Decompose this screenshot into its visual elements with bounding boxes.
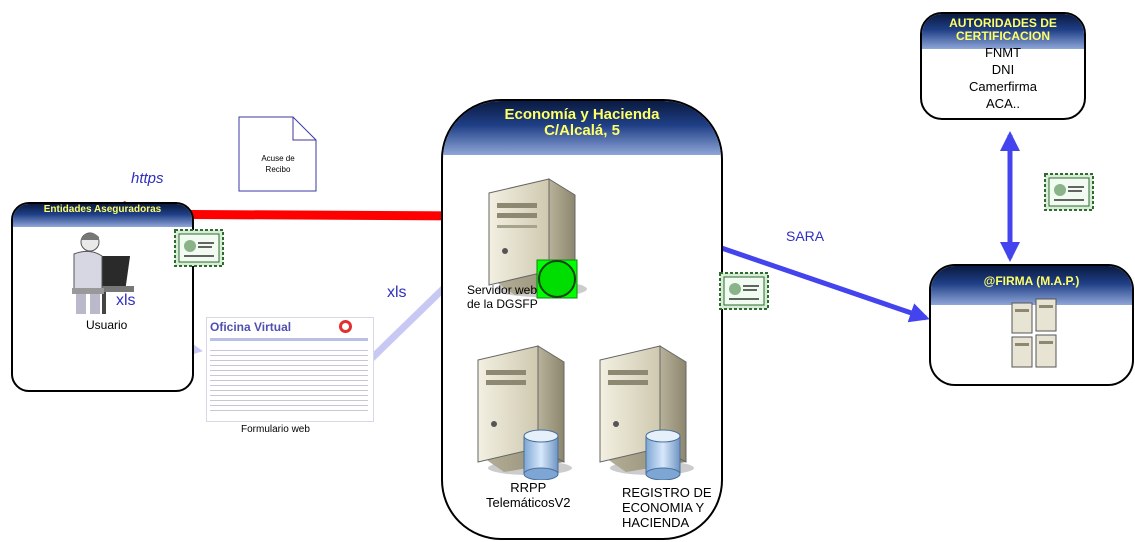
xls-label-left: xls	[116, 292, 136, 309]
rrpp-label-line2: TelemáticosV2	[486, 495, 571, 510]
xls-label-mid: xls	[387, 284, 407, 301]
status-indicator-icon	[536, 259, 578, 299]
web-form-thumbnail: Oficina Virtual	[206, 317, 374, 422]
certificate-icon	[719, 272, 769, 310]
registro-label-line2: ECONOMIA Y	[622, 500, 705, 515]
rrpp-label: RRPP TelemáticosV2	[486, 480, 571, 510]
certificate-icon	[174, 229, 224, 267]
user-label: Usuario	[86, 318, 128, 332]
document-label-line1: Acuse de	[261, 154, 295, 163]
entidades-title: Entidades Aseguradoras	[13, 204, 192, 227]
economia-title-line2: C/Alcalá, 5	[544, 121, 620, 139]
form-logo-icon	[339, 320, 352, 333]
user-at-computer-icon	[72, 232, 134, 314]
entidades-container: Entidades Aseguradoras	[11, 202, 194, 392]
form-fields	[210, 346, 368, 412]
autoridades-container: AUTORIDADES DE CERTIFICACION FNMT DNI Ca…	[920, 12, 1086, 120]
autoridades-title-line2: CERTIFICACION	[956, 28, 1050, 43]
autoridad-item: Camerfirma	[969, 79, 1037, 94]
autoridad-item: DNI	[991, 62, 1015, 77]
server-label-line2: de la DGSFP	[467, 297, 538, 311]
autoridades-title-line1: AUTORIDADES DE	[949, 16, 1057, 30]
autoridades-list: FNMT DNI Camerfirma ACA..	[922, 44, 1084, 112]
economia-title-line1: Economía y Hacienda	[504, 106, 660, 123]
autoridades-title: AUTORIDADES DE CERTIFICACION	[922, 14, 1084, 49]
web-form-title: Oficina Virtual	[210, 320, 292, 334]
server-label-line1: Servidor web	[467, 283, 538, 297]
server-rack-icon	[1011, 298, 1057, 368]
autoridad-item: FNMT	[984, 45, 1022, 60]
database-server-icon	[599, 345, 694, 480]
registro-label-line1: REGISTRO DE	[622, 485, 712, 500]
https-label: https	[131, 170, 164, 187]
database-server-icon	[477, 345, 572, 480]
economia-container: Economía y Hacienda C/Alcalá, 5	[441, 99, 723, 540]
document-label: Acuse de Recibo	[238, 153, 318, 175]
web-form-label: Formulario web	[241, 424, 310, 435]
rrpp-label-line1: RRPP	[510, 480, 547, 495]
registro-label: REGISTRO DE ECONOMIA Y HACIENDA	[622, 485, 712, 530]
sara-label: SARA	[786, 228, 825, 244]
server-label: Servidor web de la DGSFP	[467, 283, 538, 311]
autoridad-item: ACA..	[986, 96, 1020, 111]
document-icon	[238, 116, 317, 192]
registro-label-line3: HACIENDA	[622, 515, 690, 530]
certificate-icon	[1044, 173, 1094, 211]
document-label-line2: Recibo	[265, 165, 291, 174]
firma-title: @FIRMA (M.A.P.)	[931, 266, 1132, 305]
economia-title: Economía y Hacienda C/Alcalá, 5	[443, 101, 721, 155]
